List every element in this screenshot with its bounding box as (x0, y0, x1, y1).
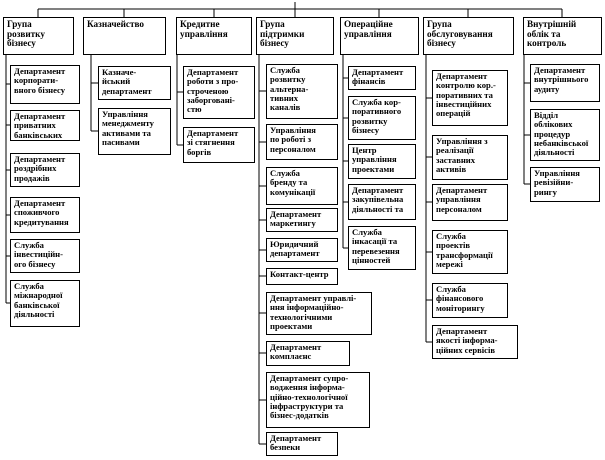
unit-box: Департамент корпорати- вного бізнесу (10, 65, 80, 104)
unit-box: Управління менеджменту активами та пасив… (98, 108, 171, 155)
unit-box: Служба проектів трансформації мережі (432, 230, 508, 274)
unit-box: Контакт-центр (266, 268, 338, 285)
unit-box: Служба міжнародної банківської діяльност… (10, 280, 80, 327)
unit-box: Центр управління проектами (348, 144, 416, 179)
group-head-1: Група розвитку бізнесу (3, 17, 74, 55)
unit-box: Служба бренду та комунікації (266, 167, 338, 205)
unit-box: Департамент маркетингу (266, 208, 338, 232)
unit-box: Департамент роботи з про- строченою забо… (183, 66, 255, 119)
unit-box: Відділ облікових процедур небанківської … (530, 109, 600, 161)
unit-box: Департамент приватних банківських (10, 110, 80, 141)
unit-box: Департамент супро- водження інформа- цій… (266, 372, 370, 428)
group-head-2: Казначейство (83, 17, 166, 55)
unit-box: Департамент внутрішнього аудиту (530, 64, 600, 102)
unit-box: Департамент управління персоналом (432, 184, 508, 221)
unit-box: Служба інвестиційн- ого бізнесу (10, 239, 80, 273)
unit-box: Департамент фінансів (348, 66, 416, 90)
unit-box: Казначе- йський департамент (98, 66, 171, 100)
group-head-7: Внутрішній облік та контроль (523, 17, 602, 55)
unit-box: Служба розвитку альтерна- тивних каналів (266, 64, 338, 119)
unit-box: Управління з реалізації заставних активі… (432, 135, 508, 180)
unit-box: Департамент закупівельна діяльності та (348, 184, 416, 220)
group-head-4: Група підтримки бізнесу (256, 17, 334, 55)
group-head-3: Кредитне управління (176, 17, 252, 55)
unit-box: Служба фінансового моніторингу (432, 283, 508, 318)
unit-box: Управління по роботі з персоналом (266, 124, 338, 160)
unit-box: Служба кор- поративного розвитку бізнесу (348, 96, 416, 140)
unit-box: Департамент якості інформа- ційних серві… (432, 325, 518, 359)
unit-box: Юридичний департамент (266, 238, 338, 262)
unit-box: Департамент комплаєнс (266, 341, 350, 366)
group-head-5: Операційне управління (340, 17, 419, 55)
unit-box: Департамент споживчого кредитування (10, 197, 80, 233)
unit-box: Департамент контролю кор.- поративних та… (432, 70, 508, 126)
unit-box: Департамент роздрібних продажів (10, 153, 80, 187)
unit-box: Служба інкасації та перевезення цінносте… (348, 226, 416, 270)
unit-box: Департамент зі стягнення боргів (183, 127, 255, 163)
group-head-6: Група обслуговування бізнесу (423, 17, 514, 55)
unit-box: Департамент безпеки (266, 432, 338, 456)
unit-box: Департамент управлі- ння інформаційно- т… (266, 292, 372, 335)
unit-box: Управління ревізійни- рингу (530, 167, 600, 202)
